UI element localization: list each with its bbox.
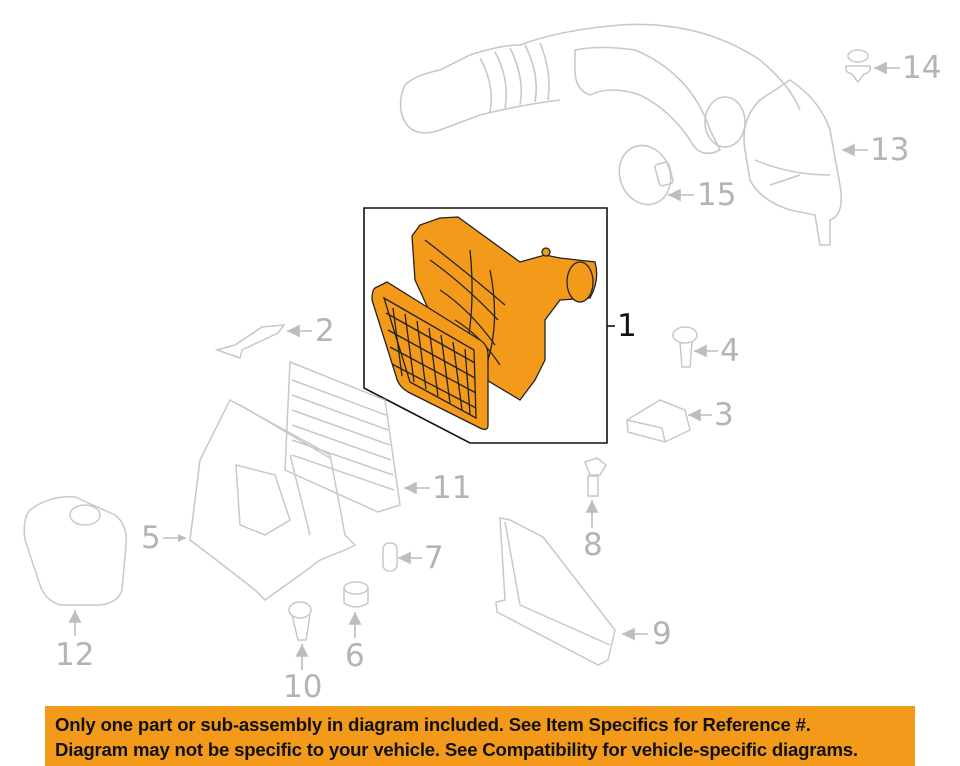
- collar-part-7[interactable]: [382, 542, 398, 572]
- bracket-part-2[interactable]: [214, 324, 286, 359]
- clip-part-14[interactable]: [844, 49, 872, 84]
- resonator-part-12[interactable]: [23, 496, 128, 606]
- callout-3: 3: [714, 397, 734, 433]
- clip-part-4[interactable]: [672, 326, 698, 368]
- grommet-part-6[interactable]: [343, 581, 369, 608]
- callout-8: 8: [583, 527, 603, 563]
- part-1-box[interactable]: [363, 207, 608, 444]
- callout-4: 4: [720, 333, 740, 369]
- hose-clamp-part-15[interactable]: [611, 138, 679, 211]
- callout-13: 13: [870, 132, 910, 168]
- callout-7: 7: [424, 540, 444, 576]
- intake-duct-part-13[interactable]: [399, 23, 843, 246]
- callout-12: 12: [55, 637, 95, 673]
- connector-part-3[interactable]: [626, 399, 691, 443]
- air-filter-part-11[interactable]: [284, 360, 401, 513]
- lower-housing-part-5[interactable]: [189, 398, 357, 601]
- duct-part-9[interactable]: [495, 517, 616, 666]
- callout-14: 14: [902, 50, 942, 86]
- callout-1: 1: [617, 308, 637, 344]
- disclaimer-line-2: Diagram may not be specific to your vehi…: [55, 739, 858, 760]
- callout-6: 6: [345, 638, 365, 674]
- callout-15: 15: [697, 177, 737, 213]
- disclaimer-banner: Only one part or sub-assembly in diagram…: [45, 706, 915, 766]
- callout-11: 11: [432, 470, 472, 506]
- callout-9: 9: [652, 616, 672, 652]
- clip-part-10[interactable]: [288, 601, 312, 641]
- disclaimer-line-1: Only one part or sub-assembly in diagram…: [55, 714, 811, 735]
- callout-2: 2: [315, 313, 335, 349]
- air-cleaner-lower-cover: [371, 281, 489, 431]
- callout-10: 10: [283, 669, 323, 705]
- callout-5: 5: [141, 520, 161, 556]
- bolt-part-8[interactable]: [584, 457, 607, 497]
